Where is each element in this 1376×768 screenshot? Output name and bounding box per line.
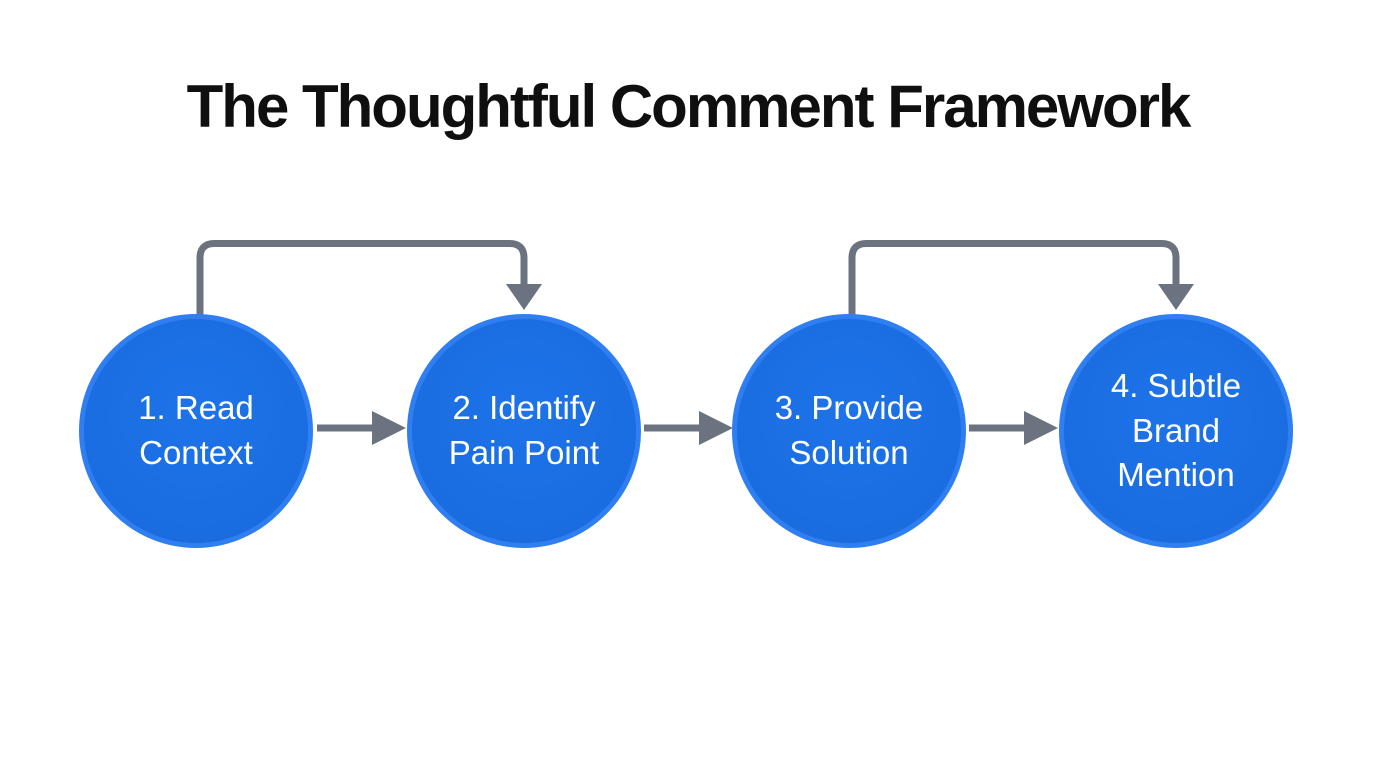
- step-circle-provide-solution: 3. Provide Solution: [732, 314, 966, 548]
- step-label-provide-solution: 3. Provide Solution: [774, 389, 924, 471]
- flow-arrow-2-3-icon: [644, 411, 733, 445]
- step-circle-read-context: 1. Read Context: [79, 314, 313, 548]
- step-circle-identify-pain-point: 2. Identify Pain Point: [407, 314, 641, 548]
- step-label-subtle-brand-mention: 4. Subtle Brand Mention: [1110, 366, 1242, 494]
- flow-arrow-1-2-icon: [317, 411, 406, 445]
- step-label-read-context: 1. Read Context: [138, 389, 254, 471]
- skip-arrow-1-icon: [196, 240, 542, 316]
- step-label-identify-pain-point: 2. Identify Pain Point: [448, 389, 600, 471]
- flow-arrow-3-4-icon: [969, 411, 1058, 445]
- page-title: The Thoughtful Comment Framework: [186, 73, 1192, 140]
- skip-arrow-2-icon: [848, 240, 1194, 316]
- step-circle-subtle-brand-mention: 4. Subtle Brand Mention: [1059, 314, 1293, 548]
